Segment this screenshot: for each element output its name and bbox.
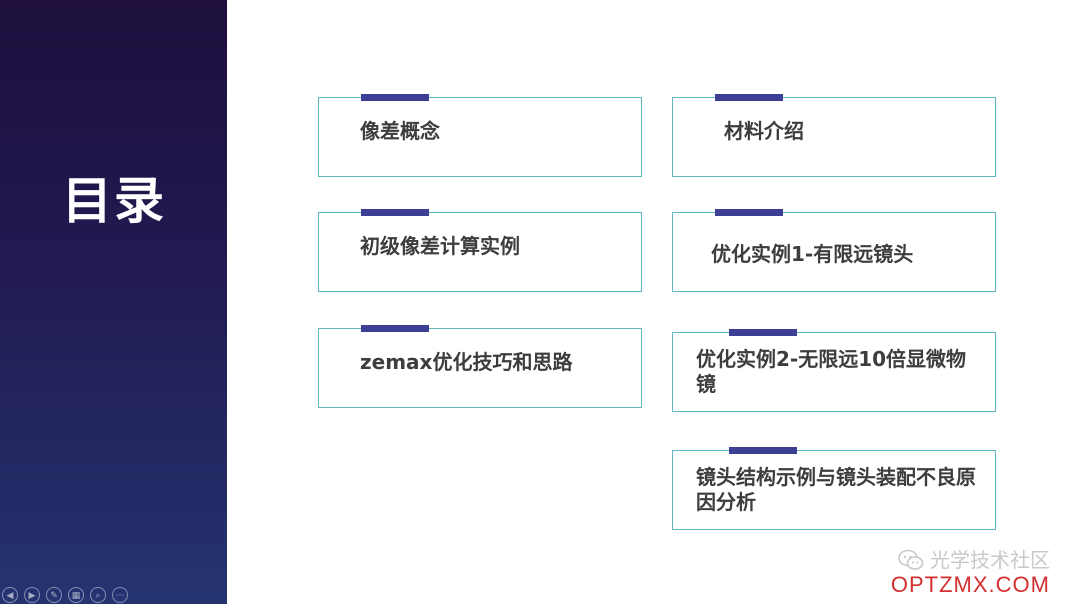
wechat-icon <box>898 549 924 570</box>
slideshow-controls: ◀ ▶ ✎ ▦ ⌕ ⋯ <box>0 586 128 604</box>
sidebar: 目录 ◀ ▶ ✎ ▦ ⌕ ⋯ <box>0 0 227 604</box>
accent-bar <box>729 447 797 454</box>
toc-card-5[interactable]: zemax优化技巧和思路 <box>318 325 642 408</box>
toc-card-7[interactable]: 镜头结构示例与镜头装配不良原因分析 <box>672 447 996 530</box>
toc-item-label: 初级像差计算实例 <box>360 234 520 258</box>
accent-bar <box>361 325 429 332</box>
toc-item-label: 材料介绍 <box>724 119 804 143</box>
toc-item-label: 优化实例2-无限远10倍显微物镜 <box>696 347 967 396</box>
toc-item-label: 镜头结构示例与镜头装配不良原因分析 <box>696 465 976 514</box>
accent-bar <box>715 94 783 101</box>
watermark: 光学技术社区 OPTZMX.COM <box>891 548 1050 598</box>
accent-bar <box>361 209 429 216</box>
pen-icon[interactable]: ✎ <box>46 587 62 603</box>
watermark-site: OPTZMX.COM <box>890 572 1050 597</box>
toc-card-2[interactable]: 材料介绍 <box>672 94 996 177</box>
more-icon[interactable]: ⋯ <box>112 587 128 603</box>
toc-item-label: 像差概念 <box>360 119 440 143</box>
watermark-name: 光学技术社区 <box>930 548 1050 572</box>
toc-item-label: 优化实例1-有限远镜头 <box>711 242 914 266</box>
accent-bar <box>715 209 783 216</box>
slides-icon[interactable]: ▦ <box>68 587 84 603</box>
toc-card-4[interactable]: 优化实例1-有限远镜头 <box>672 209 996 292</box>
prev-icon[interactable]: ◀ <box>2 587 18 603</box>
page-title: 目录 <box>62 172 166 230</box>
toc-card-1[interactable]: 像差概念 <box>318 94 642 177</box>
toc-card-3[interactable]: 初级像差计算实例 <box>318 209 642 292</box>
toc-card-6[interactable]: 优化实例2-无限远10倍显微物镜 <box>672 329 996 412</box>
accent-bar <box>729 329 797 336</box>
toc-item-label: zemax优化技巧和思路 <box>360 350 573 374</box>
zoom-icon[interactable]: ⌕ <box>90 587 106 603</box>
accent-bar <box>361 94 429 101</box>
next-icon[interactable]: ▶ <box>24 587 40 603</box>
